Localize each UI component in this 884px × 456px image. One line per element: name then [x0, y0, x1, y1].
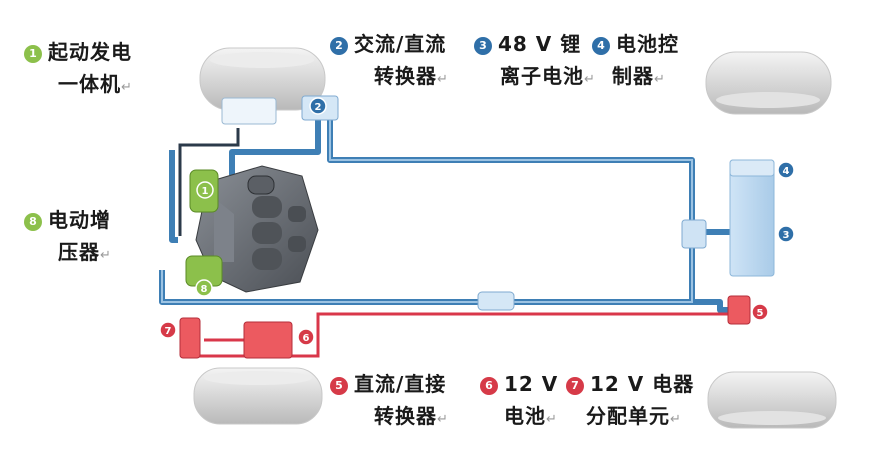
marker-6: 6 [297, 328, 315, 346]
svg-text:1: 1 [202, 186, 209, 197]
legend-item-6-line2: 电池↵ [504, 402, 558, 434]
legend-item-6: 6 12 V [480, 370, 558, 398]
return-mark: ↵ [121, 80, 133, 95]
marker-3: 3 [777, 225, 795, 243]
signal-cable [178, 128, 240, 236]
battery-controller [729, 159, 775, 177]
dc-dc-converter [727, 295, 751, 325]
return-mark: ↵ [437, 412, 449, 427]
wheel-front-left [199, 47, 326, 111]
component-markers: 1 8 2 4 3 5 6 7 [159, 97, 795, 346]
marker-7: 7 [159, 321, 177, 339]
marker-4: 4 [777, 161, 795, 179]
return-mark: ↵ [100, 248, 112, 263]
legend-text-line2: 制器 [612, 64, 654, 88]
legend-text-line2: 压器 [58, 240, 100, 264]
legend-number-badge: 6 [480, 377, 498, 395]
starter-mount-component [221, 97, 277, 125]
legend-text-line1: 电动增 [48, 208, 111, 232]
engine [195, 165, 319, 293]
legend-text-line1: 交流/直流 [354, 32, 447, 56]
legend-item-7: 7 12 V 电器 [566, 370, 694, 398]
legend-item-1-line2: 一体机↵ [58, 70, 133, 102]
legend-text-line1: 直流/直接 [354, 372, 447, 396]
legend-text-line1: 电池控 [616, 32, 679, 56]
legend-item-3: 3 48 V 锂 [474, 30, 581, 58]
12v-battery [243, 321, 293, 359]
svg-text:7: 7 [165, 326, 172, 337]
legend-text-line2: 离子电池 [500, 64, 584, 88]
svg-text:2: 2 [315, 102, 322, 113]
marker-1: 1 [196, 181, 214, 199]
legend-item-5: 5 直流/直接 [330, 370, 446, 398]
legend-text-line1: 12 V 电器 [590, 372, 695, 396]
legend-number-badge: 7 [566, 377, 584, 395]
legend-item-2-line2: 转换器↵ [374, 62, 449, 94]
marker-2: 2 [309, 97, 327, 115]
legend-text-line1: 48 V 锂 [498, 32, 582, 56]
battery-junction [681, 219, 707, 249]
legend-number-badge: 8 [24, 213, 42, 231]
svg-text:4: 4 [783, 166, 790, 177]
48v-wiring-highlight [161, 118, 693, 303]
return-mark: ↵ [584, 72, 596, 87]
legend-item-5-line2: 转换器↵ [374, 402, 449, 434]
legend-number-badge: 1 [24, 45, 42, 63]
wheel-front-right [705, 51, 832, 115]
svg-text:8: 8 [201, 284, 208, 295]
legend-text-line2: 电池 [504, 404, 546, 428]
marker-5: 5 [751, 303, 769, 321]
marker-8: 8 [195, 279, 213, 297]
legend-item-2: 2 交流/直流 [330, 30, 446, 58]
legend-number-badge: 3 [474, 37, 492, 55]
legend-item-1: 1 起动发电 [24, 38, 132, 66]
wheel-rear-right [707, 371, 837, 429]
legend-item-3-line2: 离子电池↵ [500, 62, 596, 94]
legend-text-line1: 起动发电 [48, 40, 132, 64]
12v-distribution-unit [179, 317, 201, 359]
legend-item-7-line2: 分配单元↵ [586, 402, 682, 434]
legend-item-8: 8 电动增 [24, 206, 111, 234]
legend-text-line2: 转换器 [374, 64, 437, 88]
legend-text-line2: 一体机 [58, 72, 121, 96]
legend-item-4-line2: 制器↵ [612, 62, 666, 94]
legend-text-line2: 转换器 [374, 404, 437, 428]
return-mark: ↵ [546, 412, 558, 427]
legend-number-badge: 5 [330, 377, 348, 395]
inline-connector [477, 291, 515, 311]
legend-item-8-line2: 压器↵ [58, 238, 112, 270]
wheel-rear-left [193, 367, 323, 425]
svg-text:3: 3 [783, 230, 790, 241]
legend-text-line2: 分配单元 [586, 404, 670, 428]
legend-item-4: 4 电池控 [592, 30, 679, 58]
svg-text:6: 6 [303, 333, 310, 344]
legend-number-badge: 2 [330, 37, 348, 55]
svg-text:5: 5 [757, 308, 764, 319]
legend-text-line1: 12 V [504, 372, 559, 396]
return-mark: ↵ [654, 72, 666, 87]
return-mark: ↵ [670, 412, 682, 427]
legend-number-badge: 4 [592, 37, 610, 55]
return-mark: ↵ [437, 72, 449, 87]
48v-li-ion-battery [729, 159, 775, 277]
